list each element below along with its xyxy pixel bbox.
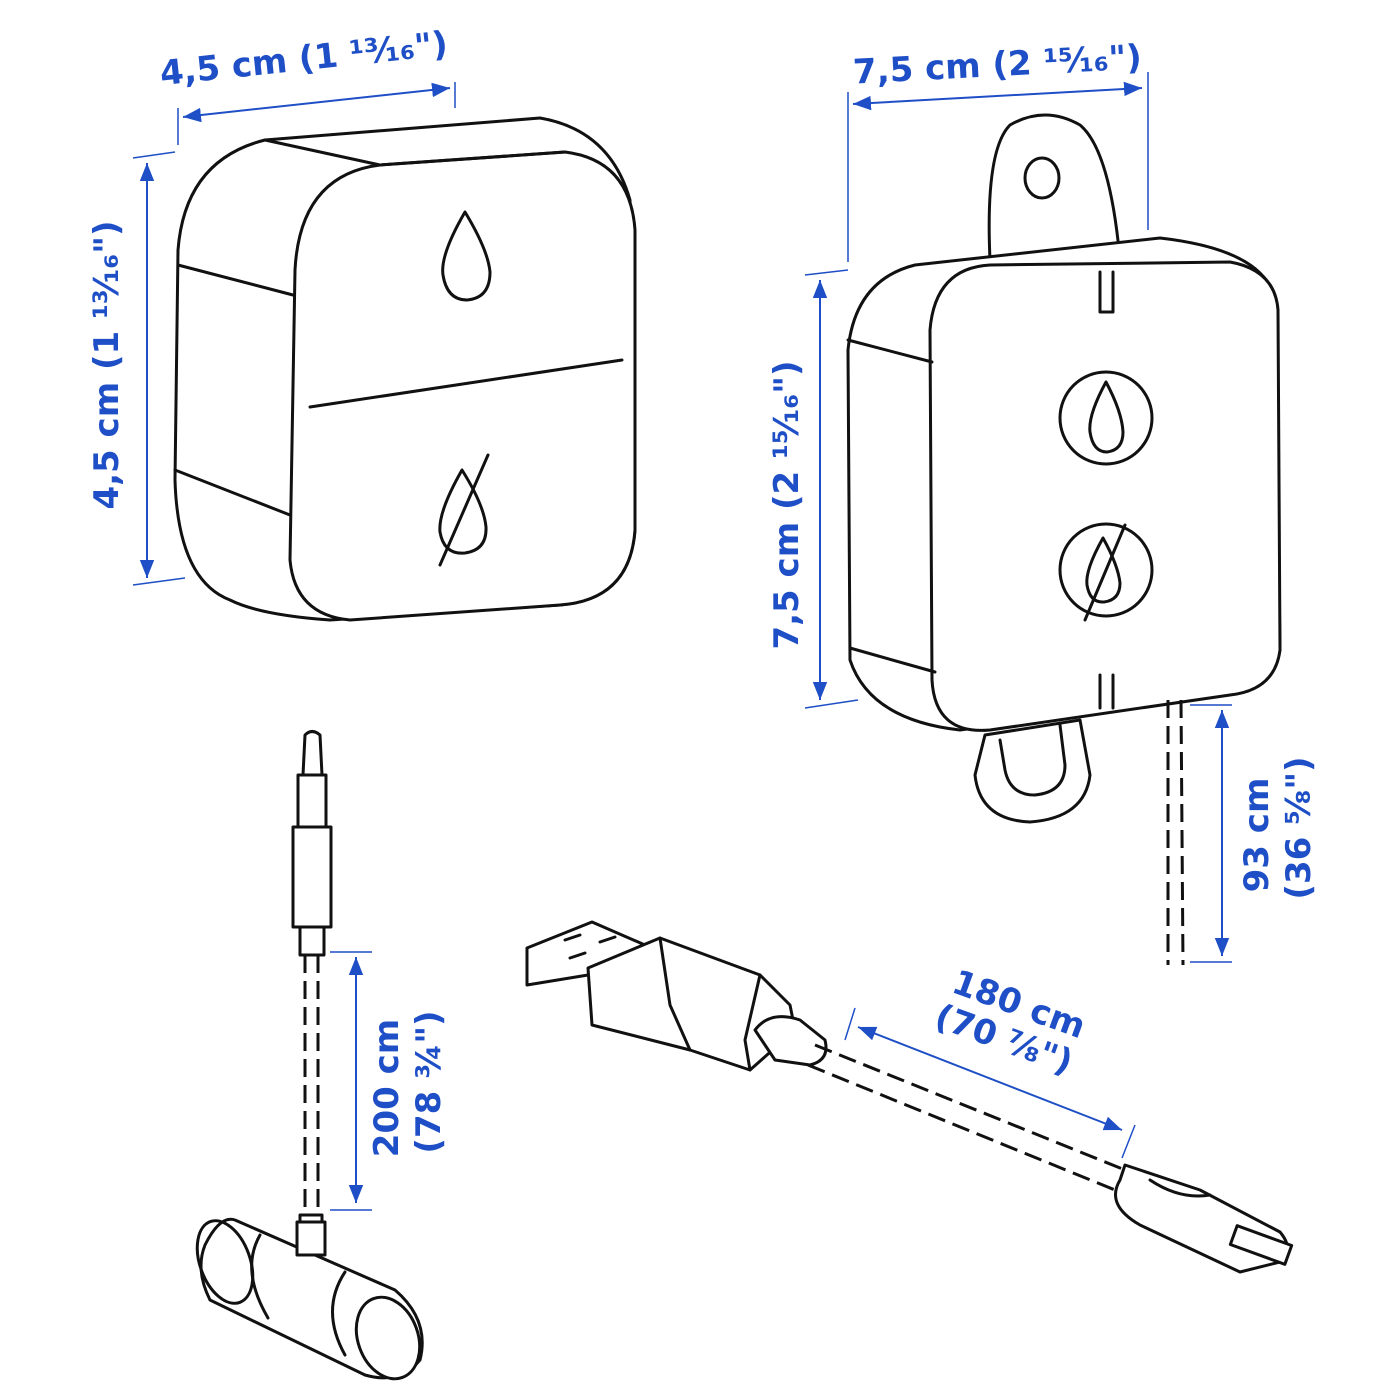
probe-cable-length-in: (78 ¾") xyxy=(409,1010,449,1153)
no-water-drop-icon xyxy=(438,453,490,567)
usb-cable-dimension: 180 cm (70 ⅞") xyxy=(844,962,1136,1159)
hub-height-label: 4,5 cm (1 ¹³⁄₁₆") xyxy=(87,220,127,509)
water-drop-icon xyxy=(441,210,492,302)
water-drop-icon xyxy=(1088,380,1125,454)
no-water-drop-icon xyxy=(1083,523,1127,622)
sensor-cable-length-cm: 93 cm xyxy=(1237,778,1277,893)
sensor-cable-dimension: 93 cm (36 ⅝") xyxy=(1190,704,1319,963)
usb-cable xyxy=(525,920,1294,1274)
sensor-width-label: 7,5 cm (2 ¹⁵⁄₁₆") xyxy=(852,37,1143,92)
sensor-height-dimension: 7,5 cm (2 ¹⁵⁄₁₆") xyxy=(767,269,859,709)
probe-cable-dimension: 200 cm (78 ¾") xyxy=(330,951,449,1211)
probe-cable-length-cm: 200 cm xyxy=(367,1019,407,1157)
sensor-height-label: 7,5 cm (2 ¹⁵⁄₁₆") xyxy=(767,360,807,649)
leak-sensor-device xyxy=(846,113,1282,966)
button-device xyxy=(173,116,637,622)
sensor-cable-length-in: (36 ⅝") xyxy=(1279,756,1319,899)
water-probe xyxy=(195,730,424,1381)
hub-height-dimension: 4,5 cm (1 ¹³⁄₁₆") xyxy=(87,151,186,586)
hub-width-label: 4,5 cm (1 ¹³⁄₁₆") xyxy=(158,24,450,94)
